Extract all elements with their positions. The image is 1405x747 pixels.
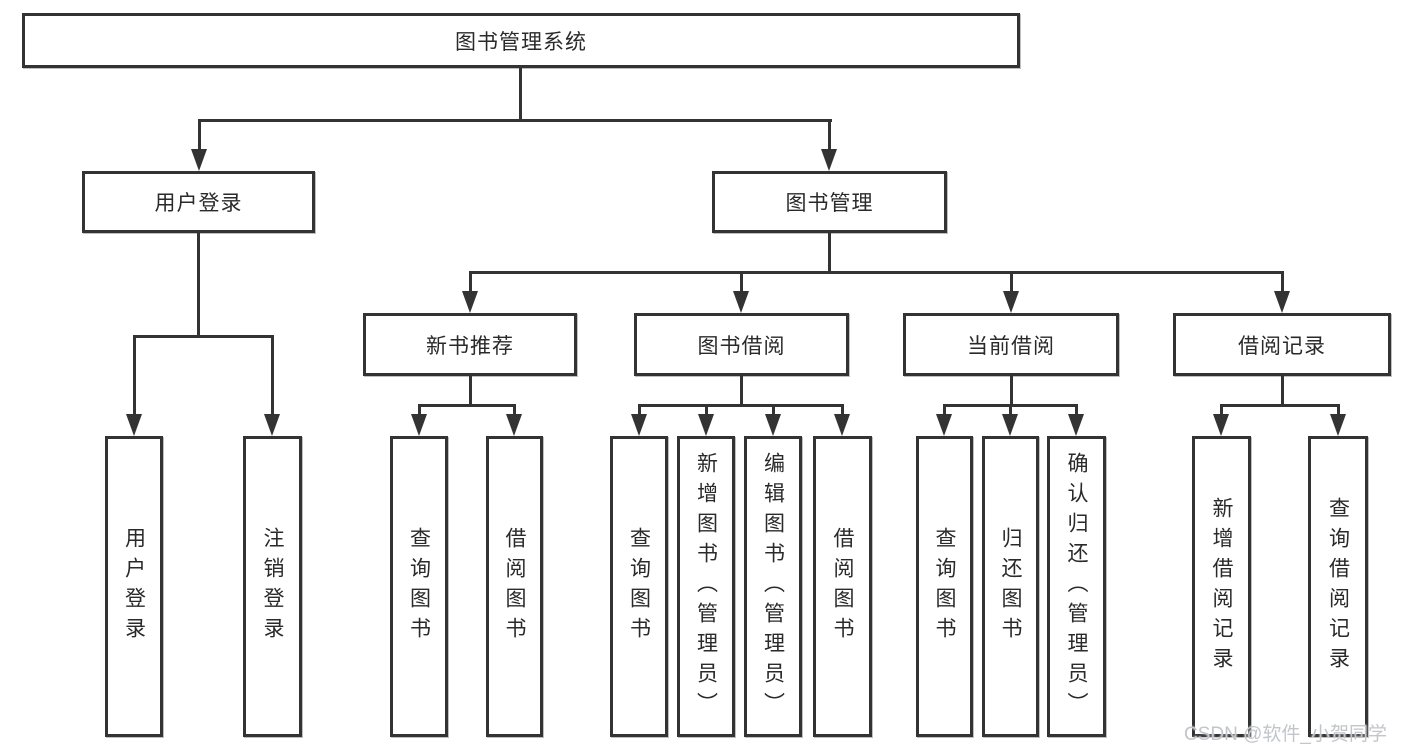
- leaf-label: 归还图书: [999, 526, 1022, 647]
- connector-line: [1220, 404, 1223, 416]
- connector-line: [740, 376, 743, 407]
- leaf-logout: 注销登录: [243, 436, 302, 737]
- leaf-query-borrow-record: 查询借阅记录: [1308, 436, 1368, 737]
- connector-line: [638, 404, 641, 416]
- leaf-label: 查询图书: [407, 526, 431, 647]
- leaf-label: 用户登录: [122, 526, 146, 647]
- leaf-query-books: 查询图书: [916, 436, 973, 737]
- leaf-label: 新增图书（管理员）: [694, 451, 718, 722]
- leaf-label: 确认归还（管理员）: [1065, 451, 1088, 722]
- leaf-label: 借阅图书: [503, 526, 526, 647]
- connector-line: [198, 119, 832, 122]
- node-label: 新书推荐: [426, 334, 514, 358]
- leaf-add-books-admin: 新增图书（管理员）: [677, 436, 735, 737]
- connector-line: [418, 404, 421, 416]
- leaf-borrow-books: 借阅图书: [486, 436, 543, 737]
- arrow-down-icon: [1068, 414, 1084, 436]
- leaf-label: 借阅图书: [831, 526, 854, 647]
- leaf-label: 新增借阅记录: [1210, 496, 1233, 677]
- arrow-down-icon: [821, 149, 837, 171]
- connector-line: [469, 271, 1283, 274]
- connector-line: [198, 119, 201, 151]
- connector-line: [1010, 376, 1013, 407]
- arrow-down-icon: [631, 414, 647, 436]
- node-current-borrow: 当前借阅: [903, 313, 1119, 376]
- leaf-add-borrow-record: 新增借阅记录: [1192, 436, 1251, 737]
- arrow-down-icon: [765, 414, 781, 436]
- connector-line: [1221, 404, 1340, 407]
- arrow-down-icon: [126, 414, 142, 436]
- node-library-management-system: 图书管理系统: [22, 13, 1020, 68]
- connector-line: [740, 271, 743, 293]
- node-user-login: 用户登录: [82, 171, 315, 233]
- arrow-down-icon: [191, 149, 207, 171]
- arrow-down-icon: [264, 414, 280, 436]
- leaf-return-books: 归还图书: [982, 436, 1039, 737]
- connector-line: [943, 404, 946, 416]
- node-book-borrow: 图书借阅: [634, 313, 849, 376]
- leaf-borrow-books: 借阅图书: [813, 436, 872, 737]
- connector-line: [772, 404, 775, 416]
- arrow-down-icon: [1213, 414, 1229, 436]
- connector-line: [469, 271, 472, 293]
- node-label: 借阅记录: [1238, 334, 1326, 358]
- arrow-down-icon: [733, 291, 749, 313]
- connector-line: [828, 119, 831, 151]
- connector-line: [1281, 271, 1284, 293]
- node-label: 用户登录: [154, 192, 243, 215]
- leaf-label: 注销登录: [261, 526, 284, 647]
- connector-line: [519, 68, 522, 120]
- node-book-management: 图书管理: [712, 171, 947, 233]
- arrow-down-icon: [506, 414, 522, 436]
- connector-line: [638, 404, 844, 407]
- node-label: 当前借阅: [967, 334, 1055, 358]
- connector-line: [1075, 404, 1078, 416]
- connector-line: [1010, 271, 1013, 293]
- arrow-down-icon: [1274, 291, 1290, 313]
- node-new-book-recommend: 新书推荐: [363, 313, 577, 376]
- leaf-label: 查询图书: [627, 526, 651, 647]
- connector-line: [705, 404, 708, 416]
- connector-line: [469, 376, 472, 407]
- arrow-down-icon: [1003, 291, 1019, 313]
- connector-line: [133, 335, 274, 338]
- leaf-user-login: 用户登录: [105, 436, 163, 737]
- leaf-query-books: 查询图书: [390, 436, 448, 737]
- arrow-down-icon: [462, 291, 478, 313]
- leaf-label: 编辑图书（管理员）: [761, 451, 785, 722]
- arrow-down-icon: [1330, 414, 1346, 436]
- node-borrow-records: 借阅记录: [1173, 313, 1391, 376]
- connector-line: [1337, 404, 1340, 416]
- leaf-confirm-return-admin: 确认归还（管理员）: [1047, 436, 1106, 737]
- arrow-down-icon: [936, 414, 952, 436]
- csdn-watermark: CSDN @软件_小贺同学: [1184, 724, 1387, 745]
- connector-line: [418, 404, 516, 407]
- node-label: 图书管理: [785, 192, 874, 215]
- node-label: 图书借阅: [697, 334, 786, 358]
- arrow-down-icon: [698, 414, 714, 436]
- connector-line: [271, 335, 274, 415]
- connector-line: [828, 233, 831, 273]
- leaf-label: 查询图书: [933, 526, 956, 647]
- node-label: 图书管理系统: [455, 30, 587, 54]
- leaf-label: 查询借阅记录: [1326, 496, 1350, 677]
- connector-line: [841, 404, 844, 416]
- connector-line: [1009, 404, 1012, 416]
- connector-line: [513, 404, 516, 416]
- arrow-down-icon: [834, 414, 850, 436]
- connector-line: [133, 335, 136, 415]
- leaf-edit-books-admin: 编辑图书（管理员）: [744, 436, 802, 737]
- connector-line: [197, 233, 200, 337]
- leaf-query-books: 查询图书: [610, 436, 668, 737]
- arrow-down-icon: [411, 414, 427, 436]
- arrow-down-icon: [1002, 414, 1018, 436]
- connector-line: [1281, 376, 1284, 407]
